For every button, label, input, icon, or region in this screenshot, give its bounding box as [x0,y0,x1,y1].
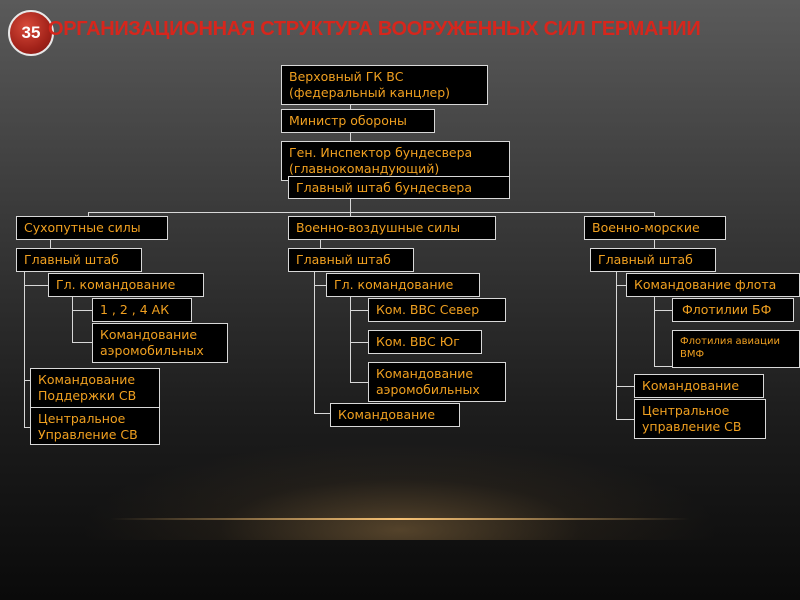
connector [350,198,351,216]
airforce-north-box: Ком. ВВС Север [368,298,506,322]
bundeswehr-general-staff-box: Главный штаб бундесвера [288,176,510,199]
army-command-box: Гл. командование [48,273,204,297]
box-label: 1 , 2 , 4 АК [100,302,170,317]
connector [320,240,321,248]
connector [616,285,626,286]
connector [314,272,315,414]
connector [654,240,655,248]
box-line: Верховный ГК ВС [289,69,404,84]
connector [654,297,655,367]
connector [616,386,634,387]
box-label: Ком. ВВС Юг [376,334,460,349]
navy-central-office-box: Центральное управление СВ [634,399,766,439]
box-label: Гл. командование [334,277,454,292]
inspector-general-box: Ген. Инспектор бундесвера (главнокоманду… [281,141,510,181]
box-line: ВМФ [680,349,705,360]
airforce-command-box: Гл. командование [326,273,480,297]
box-line: Командование [100,327,198,342]
bottom-glow [80,440,720,540]
army-main-staff-box: Главный штаб [16,248,142,272]
connector [72,342,92,343]
connector [654,310,672,311]
box-line: аэромобильных [100,343,204,358]
connector [24,285,48,286]
connector [654,366,672,367]
supreme-commander-box: Верховный ГК ВС (федеральный канцлер) [281,65,488,105]
connector [72,310,92,311]
connector [50,240,51,248]
box-line: Поддержки СВ [38,388,137,403]
box-line: Ген. Инспектор бундесвера [289,145,473,160]
box-label: Флотилии БФ [682,302,772,317]
connector [616,419,634,420]
connector [88,212,655,213]
army-central-office-box: Центральное Управление СВ [30,407,160,445]
navy-main-staff-box: Главный штаб [590,248,716,272]
box-label: Военно-воздушные силы [296,220,461,235]
connector [654,212,655,216]
connector [24,380,30,381]
connector [72,297,73,343]
connector [314,285,326,286]
box-line: аэромобильных [376,382,480,397]
connector [350,297,351,383]
box-line: Управление СВ [38,427,138,442]
box-label: Главный штаб [296,252,391,267]
box-label: Министр обороны [289,113,407,128]
box-label: Главный штаб [24,252,119,267]
box-line: (федеральный канцлер) [289,85,451,100]
box-label: Гл. командование [56,277,176,292]
connector [314,413,330,414]
slide-title: ОРГАНИЗАЦИОННАЯ СТРУКТУРА ВООРУЖЕННЫХ СИ… [48,18,701,40]
airforce-airmobile-box: Командование аэромобильных [368,362,506,402]
box-label: Командование [642,378,740,393]
box-line: управление СВ [642,419,742,434]
box-label: Главный штаб [598,252,693,267]
box-line: Командование [376,366,474,381]
airforce-south-box: Ком. ВВС Юг [368,330,482,354]
connector [616,272,617,420]
connector [350,382,368,383]
airforce-main-staff-box: Главный штаб [288,248,414,272]
navy-box: Военно-морские [584,216,726,240]
box-label: Главный штаб бундесвера [296,180,472,195]
box-label: Ком. ВВС Север [376,302,480,317]
army-corps-box: 1 , 2 , 4 АК [92,298,192,322]
army-support-command-box: Командование Поддержки СВ [30,368,160,408]
box-label: Командование флота [634,277,777,292]
bottom-glow-line [110,518,690,520]
airforce-command2-box: Командование [330,403,460,427]
navy-command-box: Командование [634,374,764,398]
connector [88,212,89,216]
connector [24,427,30,428]
box-label: Командование [338,407,436,422]
box-line: (главнокомандующий) [289,161,440,176]
box-label: Военно-морские [592,220,700,235]
army-airmobile-box: Командование аэромобильных [92,323,228,363]
connector [350,310,368,311]
box-line: Командование [38,372,136,387]
slide-number: 35 [21,23,41,42]
navy-fleet-command-box: Командование флота [626,273,800,297]
navy-flotillas-box: Флотилии БФ [672,298,794,322]
army-box: Сухопутные силы [16,216,168,240]
connector [24,272,25,428]
defense-minister-box: Министр обороны [281,109,435,133]
navy-aviation-flotilla-box: Флотилия авиации ВМФ [672,330,800,368]
box-line: Центральное [38,411,126,426]
connector [350,342,368,343]
airforce-box: Военно-воздушные силы [288,216,496,240]
slide-number-badge: 35 [8,10,54,56]
box-line: Центральное [642,403,730,418]
box-line: Флотилия авиации [680,336,780,347]
box-label: Сухопутные силы [24,220,141,235]
